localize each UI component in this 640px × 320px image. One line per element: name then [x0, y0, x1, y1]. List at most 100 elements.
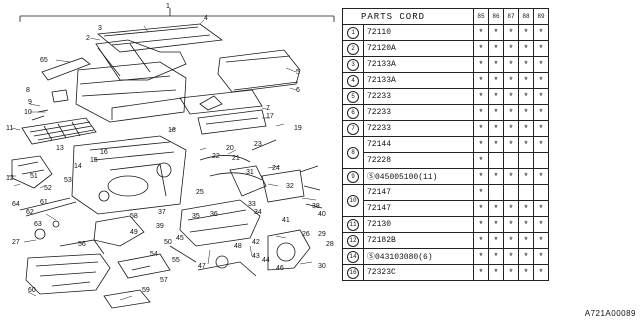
year-mark: * [518, 24, 534, 41]
year-mark: * [533, 232, 549, 249]
year-mark: * [518, 72, 534, 89]
year-header: 87 [503, 8, 519, 25]
callout-59: 59 [142, 287, 150, 294]
register-grid [21, 117, 97, 145]
year-mark: * [518, 264, 534, 281]
ref-number: 2 [342, 40, 364, 57]
year-mark: * [533, 104, 549, 121]
year-mark [518, 152, 534, 169]
callout-13: 13 [56, 145, 64, 152]
year-mark: * [503, 248, 519, 265]
year-mark: * [518, 200, 534, 217]
year-mark: * [488, 40, 504, 57]
ref-number: 16 [342, 264, 364, 281]
ref-circle: 6 [347, 106, 359, 119]
year-mark: * [473, 168, 489, 185]
year-mark: * [533, 248, 549, 265]
year-mark: * [503, 40, 519, 57]
year-mark [533, 152, 549, 169]
ref-circle: 1 [347, 26, 359, 39]
callout-43: 43 [252, 253, 260, 260]
year-mark: * [518, 168, 534, 185]
year-mark: * [473, 136, 489, 153]
year-mark: * [533, 40, 549, 57]
part-number: 72182B [363, 232, 474, 249]
year-mark [488, 184, 504, 201]
year-mark: * [473, 216, 489, 233]
ref-number: 8 [342, 136, 364, 169]
year-mark [488, 152, 504, 169]
year-mark: * [473, 24, 489, 41]
part-number: 72323C [363, 264, 474, 281]
bracket-65 [41, 57, 91, 81]
callout-6: 6 [296, 87, 300, 94]
callout-18: 18 [168, 127, 176, 134]
callout-29: 29 [318, 231, 326, 238]
part-number: 72120A [363, 40, 474, 57]
part-number: 72228 [363, 152, 474, 169]
year-mark [503, 184, 519, 201]
callout-35: 35 [192, 213, 200, 220]
callout-2: 2 [86, 35, 90, 42]
year-mark: * [473, 56, 489, 73]
part-number: 72133A [363, 56, 474, 73]
ref-number: 5 [342, 88, 364, 105]
callout-31: 31 [246, 169, 254, 176]
callout-16: 16 [100, 149, 108, 156]
callout-26: 26 [302, 231, 310, 238]
part-number: Ⓢ043103080(6) [363, 248, 474, 265]
year-mark: * [473, 232, 489, 249]
year-mark: * [518, 248, 534, 265]
callout-36: 36 [210, 211, 218, 218]
lower-housing [25, 253, 111, 295]
year-mark: * [488, 104, 504, 121]
callout-56: 56 [78, 241, 86, 248]
ref-circle: 10 [347, 194, 359, 207]
part-number: 72130 [363, 216, 474, 233]
year-mark: * [503, 232, 519, 249]
table-row: 72228* [343, 152, 549, 169]
ref-circle: 14 [347, 250, 359, 263]
year-mark: * [518, 104, 534, 121]
ref-circle: 5 [347, 90, 359, 103]
callout-17: 17 [266, 113, 274, 120]
callout-61: 61 [40, 199, 48, 206]
year-mark: * [488, 24, 504, 41]
callout-9: 9 [28, 99, 32, 106]
ref-circle: 11 [347, 218, 359, 231]
callout-50: 50 [164, 239, 172, 246]
year-mark: * [473, 200, 489, 217]
callout-44: 44 [262, 257, 270, 264]
year-mark: * [533, 72, 549, 89]
callout-1: 1 [166, 3, 170, 10]
year-mark: * [473, 104, 489, 121]
ref-number: 12 [342, 232, 364, 249]
year-mark: * [503, 72, 519, 89]
callout-58: 58 [130, 213, 138, 220]
callout-41: 41 [282, 217, 290, 224]
callout-38: 38 [312, 203, 320, 210]
year-header: 89 [533, 8, 549, 25]
part-number: Ⓢ045005100(11) [363, 168, 474, 185]
callout-30: 30 [318, 263, 326, 270]
year-mark: * [473, 40, 489, 57]
part-number: 72233 [363, 104, 474, 121]
callout-labels: 1 2 3 4 5 6 7 8 9 10 11 12 13 14 15 16 1… [6, 3, 334, 294]
ref-number: 9 [342, 168, 364, 185]
year-mark: * [473, 264, 489, 281]
ref-circle: 2 [347, 42, 359, 55]
callout-21: 21 [232, 155, 240, 162]
ref-number: 4 [342, 72, 364, 89]
callout-33: 33 [248, 201, 256, 208]
ref-circle: 8 [347, 146, 359, 159]
ref-circle: 4 [347, 74, 359, 87]
ref-number: 1 [342, 24, 364, 41]
callout-40: 40 [318, 211, 326, 218]
callout-23: 23 [254, 141, 262, 148]
